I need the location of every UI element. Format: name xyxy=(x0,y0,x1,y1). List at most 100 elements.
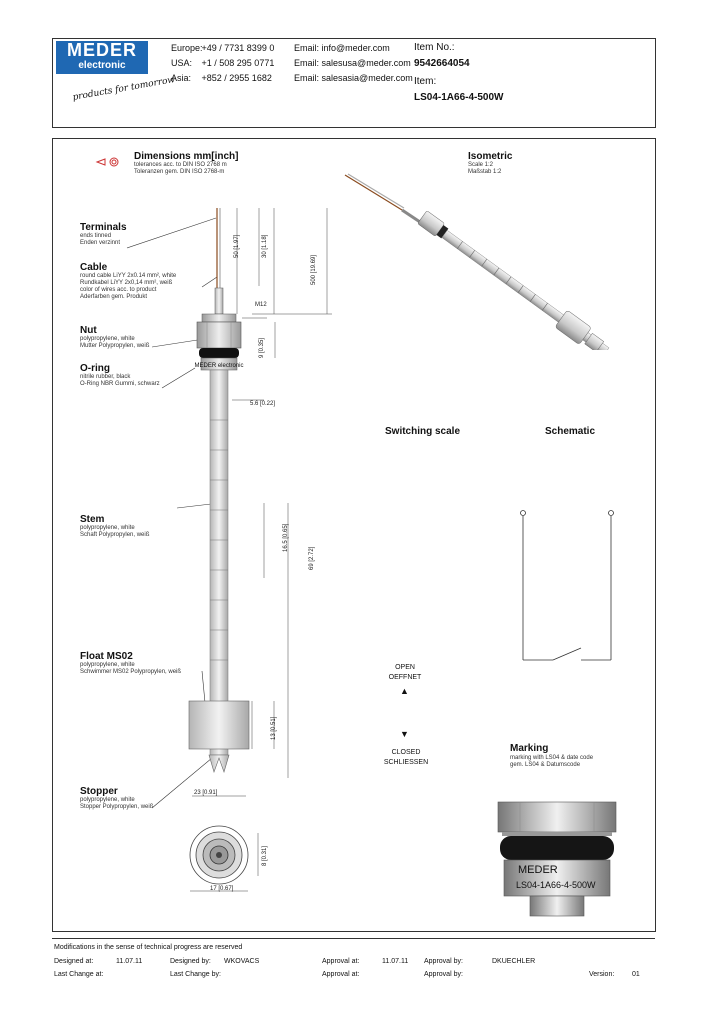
dim-17-value: 17 xyxy=(210,886,217,892)
dim-50: 50 [1.97] xyxy=(234,235,240,258)
dim-13-inch: [0.51] xyxy=(271,716,277,732)
dim-9: 9 [0.35] xyxy=(259,338,265,358)
dim-500-value: 500 xyxy=(311,274,317,285)
dim-23: 23 [0.91] xyxy=(194,790,217,796)
dimensions-subtitle: tolerances acc. to DIN ISO 2768 m xyxy=(134,162,227,168)
dim-13-value: 13 xyxy=(271,733,277,740)
schematic-title: Schematic xyxy=(545,426,596,437)
item-block: Item No.: 9542664054 Item: LS04-1A66-4-5… xyxy=(414,42,503,104)
float-label: Float MS02 xyxy=(80,651,133,662)
oring-label: O-ring xyxy=(80,363,110,374)
dim-50-value: 50 xyxy=(234,251,240,258)
marking-code-text: LS04-1A66-4-500W xyxy=(516,880,596,890)
item-no-value: 9542664054 xyxy=(414,58,470,69)
dim-50-inch: [1.97] xyxy=(234,234,240,250)
dimensions-title: Dimensions mm[inch] xyxy=(134,151,239,162)
marking-title: Marking xyxy=(510,743,549,754)
approval-by-label: Approval by: xyxy=(424,958,463,965)
cable-desc: round cable LiYY 2x0.14 mm², white xyxy=(80,273,177,279)
footer-note: Modifications in the sense of technical … xyxy=(54,944,243,951)
item-label: Item: xyxy=(414,76,437,87)
terminals-label: Terminals xyxy=(80,222,127,233)
isometric-scale: Scale 1:2 xyxy=(468,162,494,168)
designed-by-value: WKOVACS xyxy=(224,958,260,965)
projection-symbol xyxy=(95,154,123,167)
nut-brand-text: MEDER electronic xyxy=(194,363,243,369)
dim-16-5-value: 16.5 xyxy=(283,540,289,552)
dim-30-value: 30 xyxy=(262,251,268,258)
dim-9-value: 9 xyxy=(259,354,265,358)
closed-label: CLOSED SCHLIESSEN xyxy=(376,748,436,768)
marking-brand-text: MEDER xyxy=(518,864,558,876)
dim-500-inch: [19.69] xyxy=(311,254,317,274)
version-label: Version: xyxy=(589,971,615,978)
approval-at-value: 11.07.11 xyxy=(382,958,409,965)
marking-photo: MEDER LS04-1A66-4-500W xyxy=(497,801,617,917)
open-text: OPEN xyxy=(395,664,415,671)
dimensions-subtitle-de: Toleranzen gem. DIN ISO 2768-m xyxy=(134,169,225,175)
designed-at-label: Designed at: xyxy=(54,958,94,965)
contact-block: Europe: +49 / 7731 8399 0 Email: info@me… xyxy=(171,41,413,86)
contact-email: Email: salesusa@meder.com xyxy=(294,58,411,68)
closed-text-de: SCHLIESSEN xyxy=(383,759,429,766)
item-no-label: Item No.: xyxy=(414,42,455,53)
logo-subtext: electronic xyxy=(78,60,126,71)
schematic-diagram xyxy=(520,510,614,661)
dim-8-inch: [0.31] xyxy=(262,845,268,861)
stopper-desc-de: Stopper Polypropylen, weiß xyxy=(80,804,154,810)
dim-23-inch: [0.91] xyxy=(202,790,218,796)
cable-wire-colors-de: Aderfarben gem. Produkt xyxy=(80,294,148,300)
meder-logo: MEDER electronic xyxy=(56,41,148,74)
sensor-side-view: MEDER electronic xyxy=(126,208,332,892)
approval-at-label: Approval at: xyxy=(322,958,360,965)
dim-16-5: 16.5 [0.65] xyxy=(283,524,289,552)
dim-30: 30 [1.18] xyxy=(262,235,268,258)
stopper-desc: polypropylene, white xyxy=(80,797,135,803)
contact-phone: +49 / 7731 8399 0 xyxy=(201,43,275,53)
float-desc: polypropylene, white xyxy=(80,662,135,668)
contact-phone: +1 / 508 295 0771 xyxy=(201,58,275,68)
header-frame xyxy=(52,38,656,128)
isometric-title: Isometric xyxy=(468,151,513,162)
dim-30-inch: [1.18] xyxy=(262,234,268,250)
approval-by2-label: Approval by: xyxy=(424,971,463,978)
dim-8: 8 [0.31] xyxy=(262,846,268,866)
dim-13: 13 [0.51] xyxy=(271,717,277,740)
contact-region: Asia: xyxy=(171,73,192,83)
dim-23-value: 23 xyxy=(194,790,201,796)
open-label: OPEN OEFFNET xyxy=(383,663,427,683)
nut-desc: polypropylene, white xyxy=(80,336,135,342)
version-value: 01 xyxy=(632,971,640,978)
approval-at2-label: Approval at: xyxy=(322,971,360,978)
dim-17: 17 [0.67] xyxy=(210,886,233,892)
item-value: LS04-1A66-4-500W xyxy=(414,92,504,103)
contact-region: Europe: xyxy=(171,43,203,53)
contact-email: Email: salesasia@meder.com xyxy=(294,73,413,83)
dim-69-value: 69 xyxy=(309,563,315,570)
designed-by-label: Designed by: xyxy=(170,958,211,965)
dim-9-inch: [0.35] xyxy=(259,337,265,353)
stopper-label: Stopper xyxy=(80,786,118,797)
dim-5-6-inch: [0.22] xyxy=(260,401,276,407)
dim-5-6: 5.6 [0.22] xyxy=(250,401,275,407)
nut-label: Nut xyxy=(80,325,97,336)
contact-phone: +852 / 2955 1682 xyxy=(201,73,272,83)
last-change-at-label: Last Change at: xyxy=(54,971,104,978)
designed-at-value: 11.07.11 xyxy=(116,958,143,965)
switching-scale-title: Switching scale xyxy=(385,426,461,437)
terminals-desc-de: Enden verzinnt xyxy=(80,240,121,246)
nut-desc-de: Mutter Polypropylen, weiß xyxy=(80,343,150,349)
cable-desc-de: Rundkabel LiYY 2x0,14 mm², weiß xyxy=(80,280,173,286)
closed-text: CLOSED xyxy=(391,749,421,756)
arrow-down-icon: ▼ xyxy=(400,729,409,739)
footer-divider xyxy=(52,938,655,939)
dim-69: 69 [2.72] xyxy=(309,547,315,570)
logo-text: MEDER xyxy=(66,40,137,60)
terminals-desc: ends tinned xyxy=(80,233,112,239)
isometric-scale-de: Maßstab 1:2 xyxy=(468,169,502,175)
marking-desc-de: gem. LS04 & Datumscode xyxy=(510,762,581,768)
contact-region: USA: xyxy=(171,58,193,68)
dim-5-6-value: 5.6 xyxy=(250,401,259,407)
dim-69-inch: [2.72] xyxy=(309,546,315,562)
isometric-view xyxy=(344,173,610,350)
